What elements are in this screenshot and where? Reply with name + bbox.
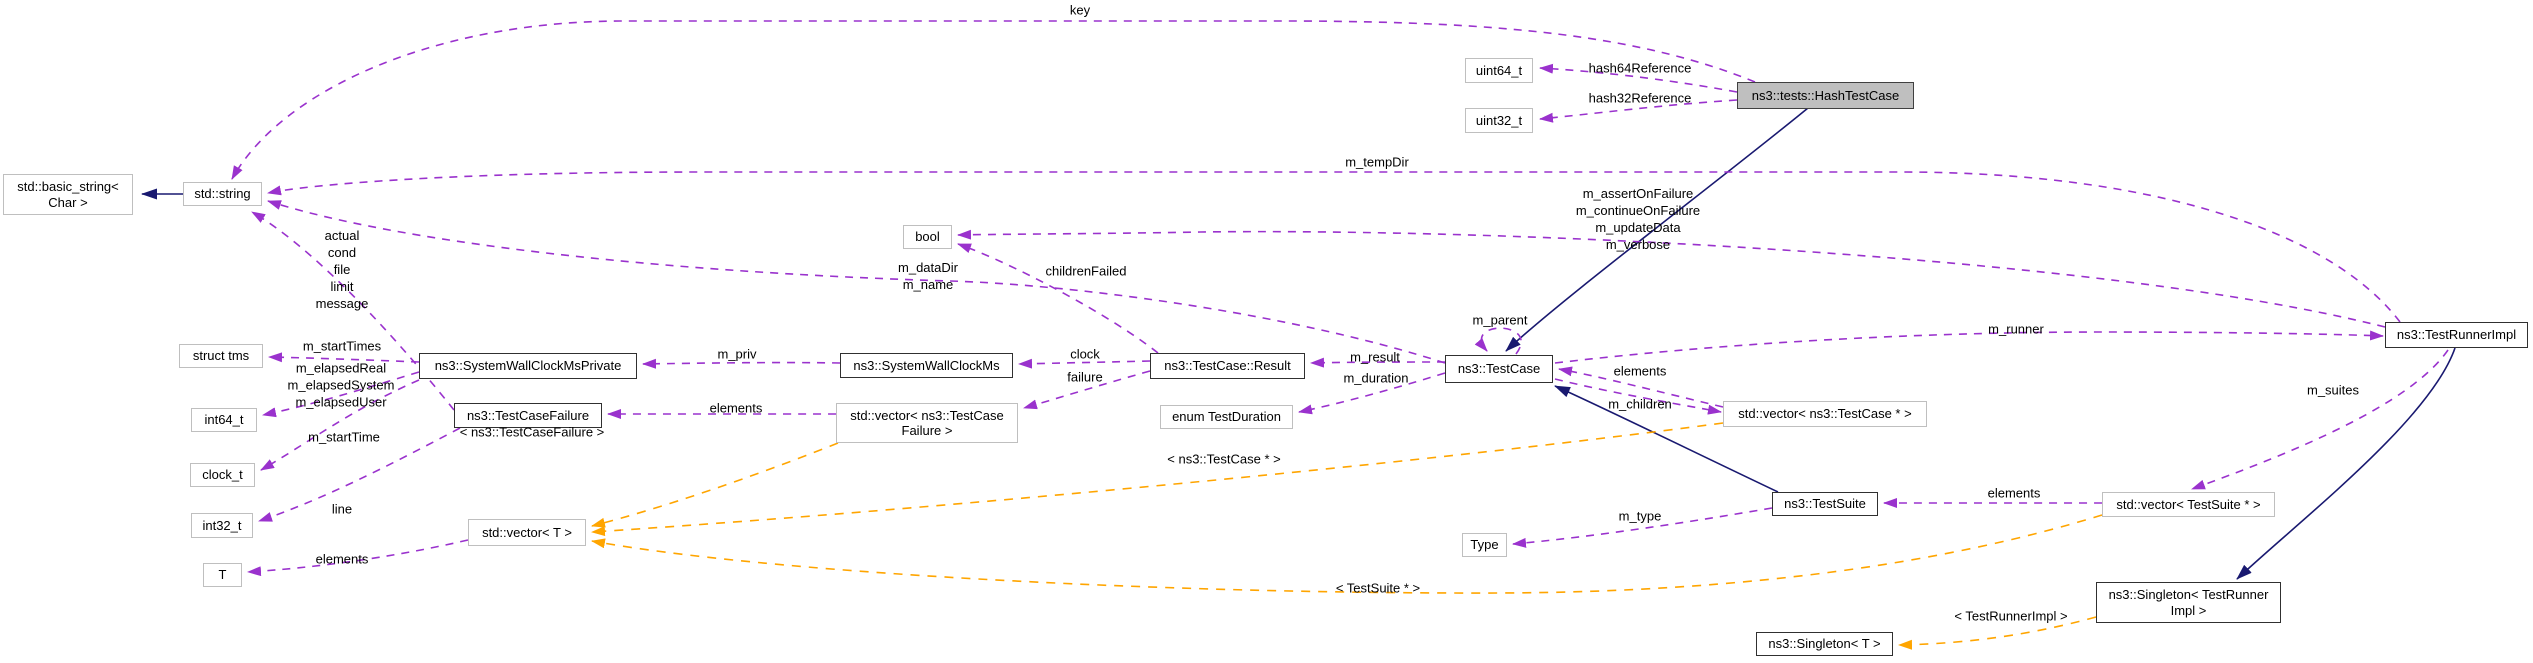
- node-int32-t: int32_t: [191, 513, 253, 538]
- edge-m-runner: [1554, 330, 2384, 364]
- edge-key: [231, 20, 1756, 180]
- node-test-case[interactable]: ns3::TestCase: [1445, 355, 1553, 383]
- node-vector-t: std::vector< T >: [468, 519, 586, 546]
- edge-hash32reference: [1539, 99, 1738, 123]
- node-enum-test-duration: enum TestDuration: [1160, 405, 1293, 429]
- edge-line: [258, 427, 461, 522]
- edge-hashtestcase-inherits-testcase: [1505, 107, 1809, 352]
- edge-elements-testcase: [1558, 366, 1724, 408]
- edge-m-datadir-m-name: [267, 200, 1446, 364]
- node-uint64-t: uint64_t: [1465, 58, 1533, 83]
- edge-childrenfailed: [957, 243, 1159, 354]
- node-test-suite[interactable]: ns3::TestSuite: [1772, 492, 1878, 516]
- edge-failure-strings: [251, 211, 455, 411]
- edge-m-parent: [1474, 327, 1522, 355]
- node-t: T: [203, 563, 242, 587]
- node-vector-test-case-failure: std::vector< ns3::TestCase Failure >: [836, 403, 1018, 443]
- edge-clock: [1018, 358, 1151, 369]
- edge-tmpl-testcasefailure: [591, 442, 839, 528]
- node-std-string: std::string: [183, 182, 262, 206]
- edge-m-elapsed: [262, 371, 420, 418]
- edge-failure: [1023, 370, 1151, 410]
- node-vector-test-suite-ptr: std::vector< TestSuite * >: [2102, 492, 2275, 517]
- node-system-wall-clock-ms-private[interactable]: ns3::SystemWallClockMsPrivate: [419, 353, 637, 379]
- node-singleton-test-runner-impl[interactable]: ns3::Singleton< TestRunner Impl >: [2096, 582, 2281, 623]
- edge-m-duration: [1298, 372, 1446, 415]
- edge-tmpl-testsuite-ptr: [591, 514, 2103, 594]
- edge-tmpl-testrunnerimpl: [1898, 616, 2097, 650]
- edge-hash64reference: [1539, 63, 1738, 93]
- edge-m-tempdir: [267, 171, 2401, 323]
- node-singleton-t[interactable]: ns3::Singleton< T >: [1756, 632, 1893, 656]
- edge-m-result: [1310, 357, 1446, 368]
- edge-m-children: [1554, 378, 1722, 415]
- node-test-case-result[interactable]: ns3::TestCase::Result: [1150, 353, 1305, 379]
- node-test-runner-impl[interactable]: ns3::TestRunnerImpl: [2385, 322, 2528, 348]
- edge-elements-t: [247, 539, 469, 577]
- node-vector-test-case-ptr: std::vector< ns3::TestCase * >: [1723, 401, 1927, 427]
- node-test-case-failure[interactable]: ns3::TestCaseFailure: [454, 403, 602, 428]
- edge-m-priv: [642, 358, 841, 369]
- node-type: Type: [1462, 533, 1507, 557]
- node-clock-t: clock_t: [190, 463, 255, 487]
- node-std-basic-string: std::basic_string< Char >: [3, 174, 133, 215]
- edge-m-starttime: [260, 379, 420, 471]
- node-struct-tms: struct tms: [179, 344, 263, 368]
- edge-m-type: [1512, 507, 1773, 548]
- edge-testrunnerimpl-inherits-singleton: [2236, 347, 2456, 580]
- node-bool: bool: [903, 225, 952, 249]
- node-system-wall-clock-ms[interactable]: ns3::SystemWallClockMs: [840, 353, 1013, 378]
- node-int64-t: int64_t: [191, 408, 257, 432]
- edge-tmpl-testcase-ptr: [591, 422, 1724, 537]
- node-uint32-t: uint32_t: [1465, 108, 1533, 133]
- edge-m-suites: [2191, 349, 2449, 490]
- node-hash-test-case: ns3::tests::HashTestCase: [1737, 82, 1914, 109]
- edge-runner-flags: [957, 229, 2386, 328]
- edge-m-starttimes: [268, 352, 420, 363]
